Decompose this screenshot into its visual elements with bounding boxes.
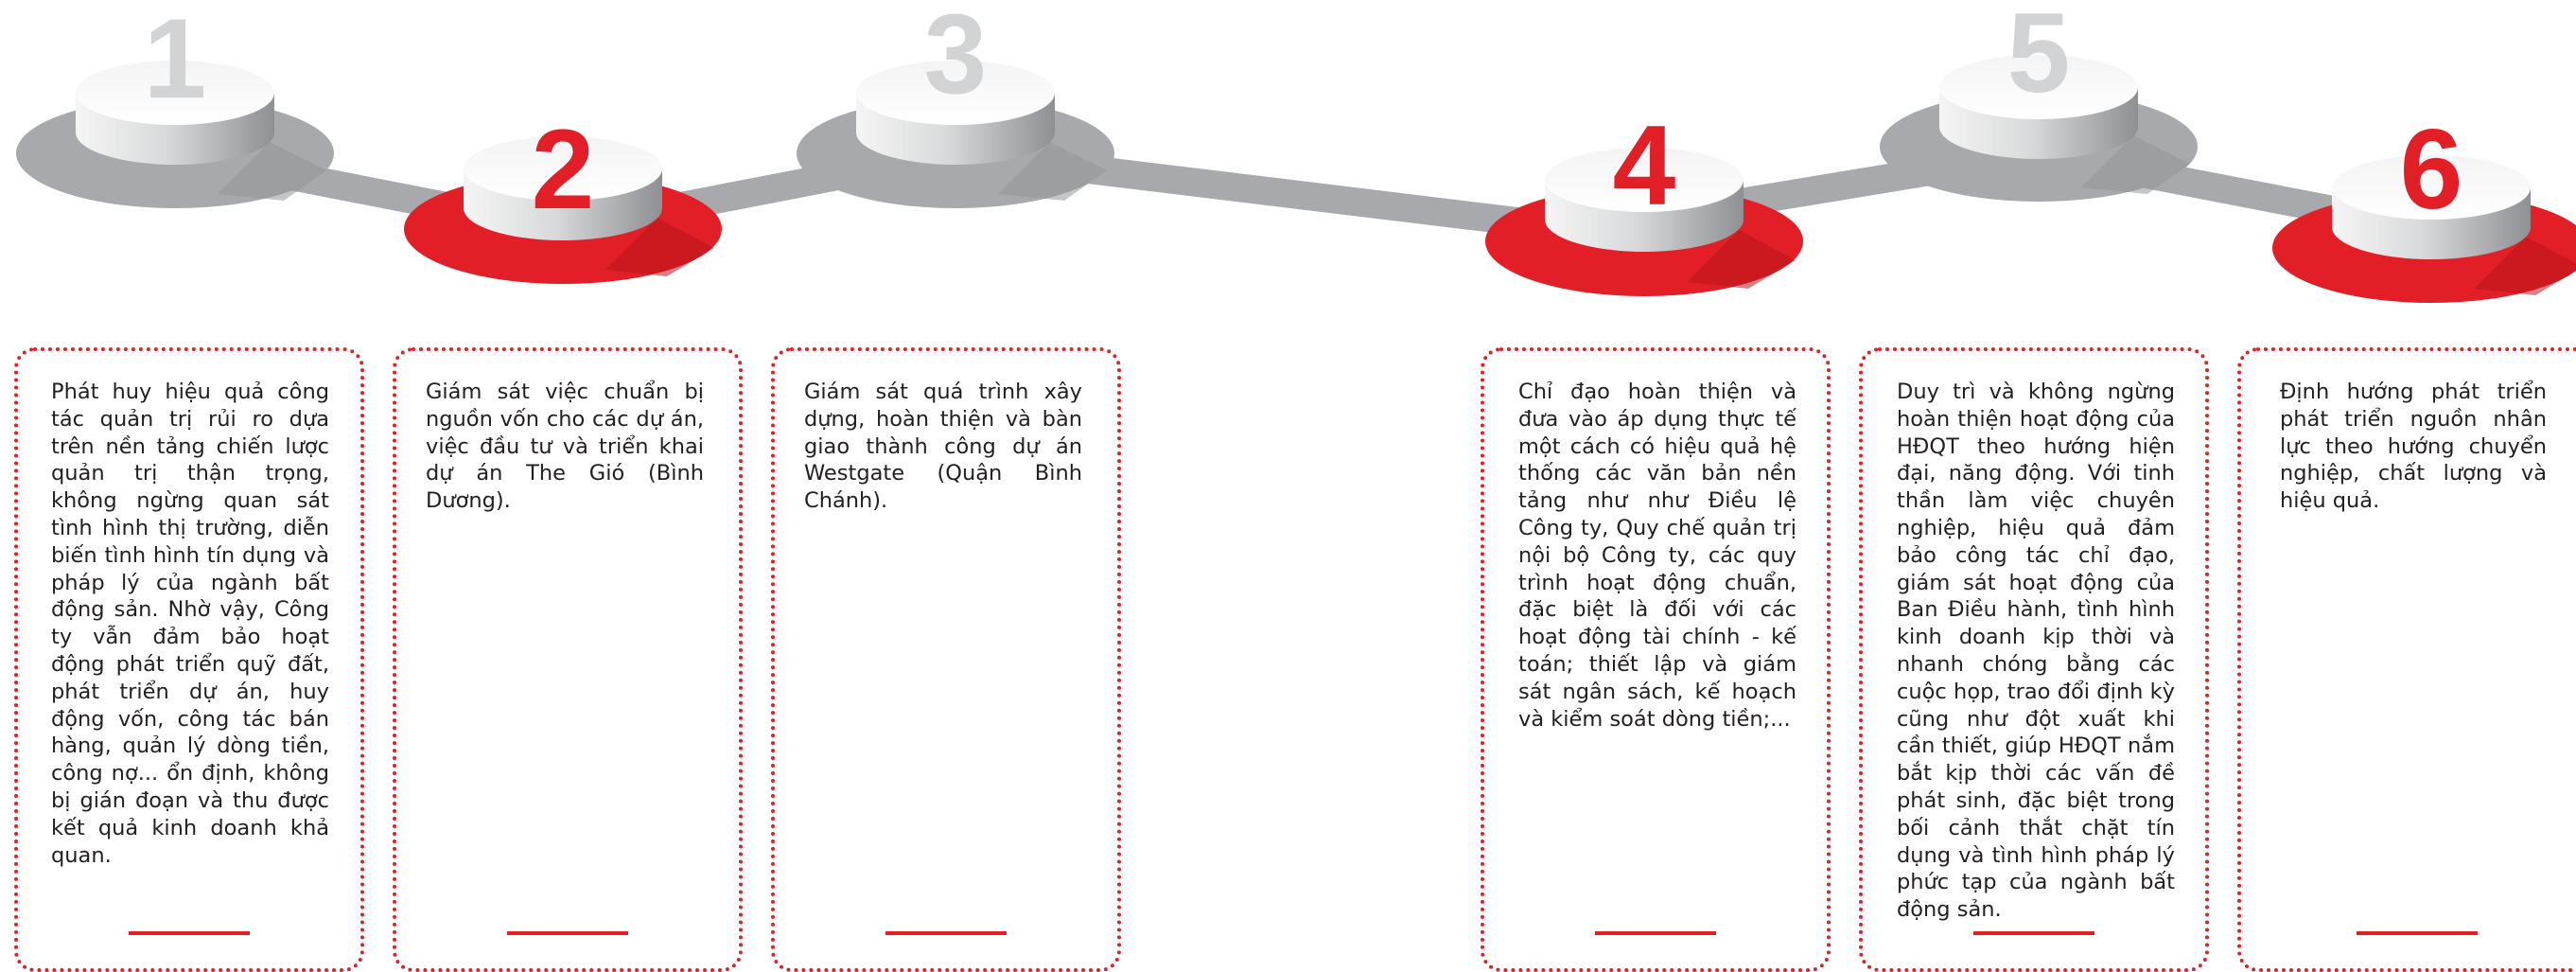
step-4-number: 4 <box>1613 102 1676 229</box>
card-accent-bar <box>885 931 1007 935</box>
card-accent-bar <box>1595 931 1716 935</box>
card-accent-bar <box>507 931 628 935</box>
card-accent-bar <box>1973 931 2094 935</box>
step-3-text: Giám sát quá trình xây dựng, hoàn thiện … <box>804 379 1082 515</box>
step-4-text: Chỉ đạo hoàn thiện và đưa vào áp dụng th… <box>1518 379 1796 733</box>
step-1-text: Phát huy hiệu quả công tác quản trị rủi … <box>51 379 329 869</box>
card-accent-bar <box>129 931 250 935</box>
step-6-text: Định hướng phát triển phát triển nguồn n… <box>2280 379 2547 515</box>
step-6-number: 6 <box>2400 106 2463 233</box>
step-2-text: Giám sát việc chuẩn bị nguồn vốn cho các… <box>426 379 704 515</box>
step-2-number: 2 <box>532 106 595 233</box>
timeline-diagram: 1 2 3 4 5 6 <box>0 0 2576 312</box>
step-5-marker: 5 <box>1880 0 2198 202</box>
card-accent-bar <box>2357 931 2478 935</box>
step-1-number: 1 <box>144 0 207 122</box>
step-3-marker: 3 <box>797 0 1114 208</box>
step-2-marker: 2 <box>404 106 722 284</box>
step-1-marker: 1 <box>16 0 334 208</box>
step-3-number: 3 <box>924 0 988 117</box>
step-5-text: Duy trì và không ngừng hoàn thiện hoạt đ… <box>1897 379 2175 924</box>
step-5-number: 5 <box>2007 0 2071 116</box>
